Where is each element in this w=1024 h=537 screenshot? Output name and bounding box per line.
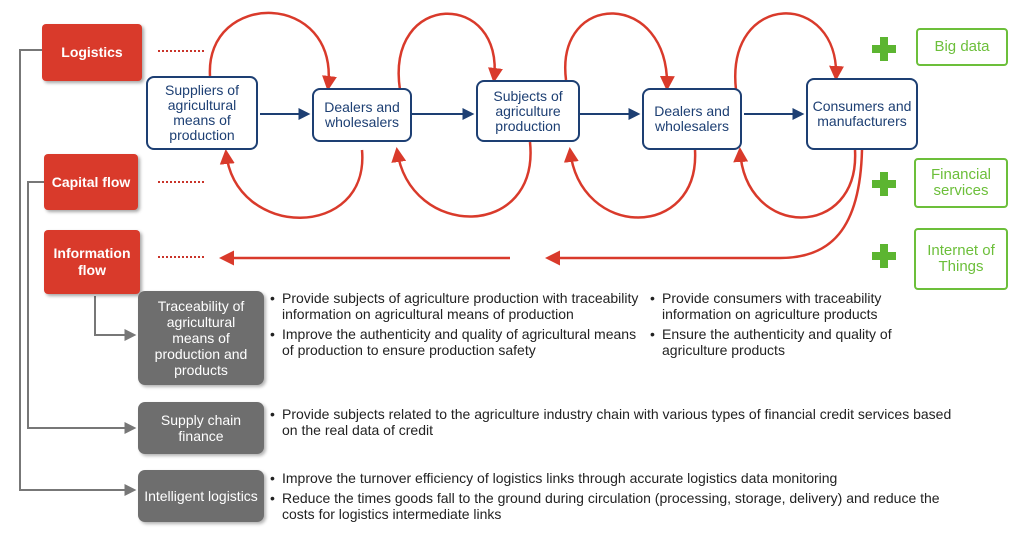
- feedback-arrow-long: [545, 149, 864, 266]
- app-traceability: Traceability of agricultural means of pr…: [138, 291, 264, 385]
- loop-arc-8: [733, 147, 857, 219]
- flow-information: Information flow: [44, 230, 140, 294]
- list-item: Improve the authenticity and quality of …: [270, 326, 640, 358]
- list-item: Provide subjects of agriculture producti…: [270, 290, 640, 322]
- app-supply-chain-finance-label: Supply chain finance: [160, 412, 242, 444]
- tree-trunk-logistics: [19, 49, 137, 496]
- loop-arc-3: [397, 12, 503, 91]
- loop-arc-5: [564, 12, 675, 91]
- tree-trunk-information: [94, 296, 137, 341]
- tree-connectors: [19, 49, 137, 496]
- chain-dealers-1-label: Dealers and wholesalers: [324, 99, 400, 130]
- list-item: Reduce the times goods fall to the groun…: [270, 490, 960, 522]
- flow-logistics-label: Logistics: [61, 44, 123, 60]
- app-intelligent-logistics: Intelligent logistics: [138, 470, 264, 522]
- chain-agri-production: Subjects of agriculture production: [476, 80, 580, 142]
- traceability-left-list: Provide subjects of agriculture producti…: [270, 290, 640, 362]
- traceability-right-list: Provide consumers with traceability info…: [650, 290, 920, 362]
- chain-agri-production-label: Subjects of agriculture production: [493, 87, 563, 134]
- app-intelligent-logistics-label: Intelligent logistics: [144, 488, 258, 504]
- loop-arc-6: [563, 147, 697, 219]
- loop-arc-2: [219, 149, 364, 219]
- flow-logistics: Logistics: [42, 24, 142, 81]
- loop-arc-4: [391, 141, 532, 218]
- enabler-financial-services: Financial services: [914, 158, 1008, 208]
- plus-icon: [872, 37, 896, 61]
- enabler-iot-label: Internet of Things: [927, 242, 995, 275]
- chain-dealers-2-label: Dealers and wholesalers: [654, 103, 730, 134]
- enabler-iot: Internet of Things: [914, 228, 1008, 290]
- flow-capital-dashes: [158, 181, 204, 183]
- chain-suppliers-label: Suppliers of agricultural means of produ…: [165, 82, 239, 143]
- tree-trunk-capital: [27, 181, 137, 434]
- finance-list: Provide subjects related to the agricult…: [270, 406, 960, 442]
- enabler-big-data: Big data: [916, 28, 1008, 66]
- app-traceability-label: Traceability of agricultural means of pr…: [154, 298, 248, 378]
- list-item: Provide consumers with traceability info…: [650, 290, 920, 322]
- chain-consumers: Consumers and manufacturers: [806, 78, 918, 150]
- chain-dealers-1: Dealers and wholesalers: [312, 88, 412, 142]
- chain-suppliers: Suppliers of agricultural means of produ…: [146, 76, 258, 150]
- flow-logistics-dashes: [158, 50, 204, 52]
- loop-arc-1: [208, 11, 337, 91]
- chain-dealers-2: Dealers and wholesalers: [642, 88, 742, 150]
- loop-arrows: [208, 11, 857, 219]
- list-item: Improve the turnover efficiency of logis…: [270, 470, 960, 486]
- plus-icon: [872, 172, 896, 196]
- list-item: Provide subjects related to the agricult…: [270, 406, 960, 438]
- flow-capital: Capital flow: [44, 154, 138, 210]
- flow-capital-label: Capital flow: [51, 173, 131, 190]
- flow-information-dashes: [158, 256, 204, 258]
- plus-icon: [872, 244, 896, 268]
- chain-consumers-label: Consumers and manufacturers: [812, 98, 912, 129]
- flow-information-label: Information flow: [53, 245, 131, 278]
- app-supply-chain-finance: Supply chain finance: [138, 402, 264, 454]
- loop-arc-7: [734, 12, 845, 91]
- feedback-arrows: [219, 149, 864, 266]
- enabler-big-data-label: Big data: [934, 38, 990, 55]
- enabler-financial-services-label: Financial services: [930, 166, 992, 199]
- logistics-list: Improve the turnover efficiency of logis…: [270, 470, 960, 526]
- list-item: Ensure the authenticity and quality of a…: [650, 326, 920, 358]
